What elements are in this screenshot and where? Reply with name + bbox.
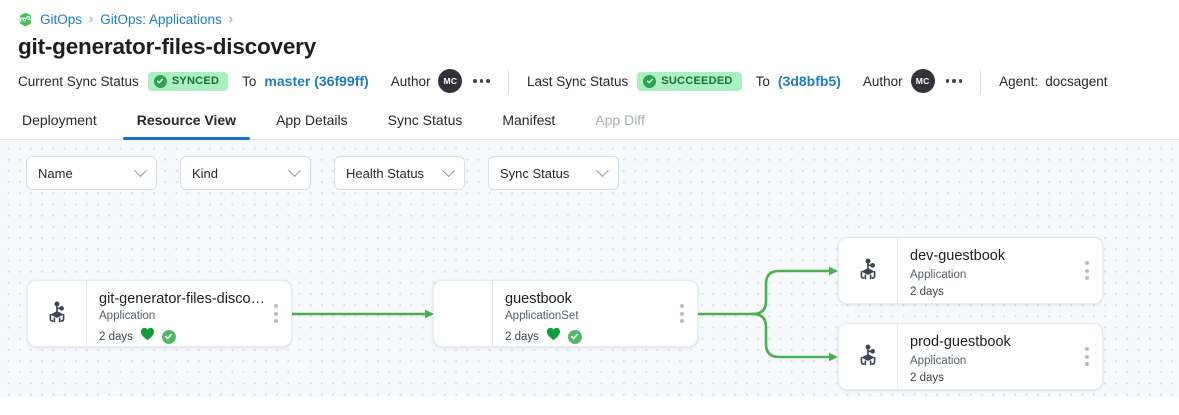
more-horizontal-icon[interactable] xyxy=(473,79,490,83)
current-revision-link[interactable]: master (36f99ff) xyxy=(264,73,369,89)
filter-sync-status-label: Sync Status xyxy=(500,165,570,181)
node-kind: Application xyxy=(99,310,156,322)
health-heart-icon xyxy=(546,327,561,346)
argo-octopus-icon xyxy=(839,238,897,303)
chevron-down-icon xyxy=(134,163,147,177)
agent-label: Agent: xyxy=(999,73,1039,89)
node-body: prod-guestbook Application 2 days xyxy=(897,324,1076,389)
chevron-down-icon xyxy=(596,163,609,177)
node-age: 2 days xyxy=(910,286,944,298)
breadcrumb: GitOps › GitOps: Applications › xyxy=(0,0,1179,28)
filter-name-label: Name xyxy=(38,165,73,181)
filter-kind[interactable]: Kind xyxy=(180,156,311,190)
node-age: 2 days xyxy=(99,330,133,343)
node-kind: ApplicationSet xyxy=(505,310,579,322)
current-to-word: To xyxy=(242,73,257,89)
breadcrumb-separator: › xyxy=(89,12,94,26)
node-age: 2 days xyxy=(505,330,539,343)
filter-name[interactable]: Name xyxy=(26,156,157,190)
graph-node-git-generator-files-discovery[interactable]: git-generator-files-disco… Application 2… xyxy=(27,280,292,347)
last-sync-status-label: Last Sync Status xyxy=(526,73,629,89)
filter-kind-label: Kind xyxy=(192,165,219,181)
node-body: guestbook ApplicationSet 2 days xyxy=(492,281,671,346)
more-vertical-icon[interactable] xyxy=(1076,324,1102,389)
check-icon xyxy=(153,74,167,88)
more-vertical-icon[interactable] xyxy=(265,281,291,346)
more-vertical-icon[interactable] xyxy=(671,281,697,346)
current-author-avatar[interactable]: MC xyxy=(438,69,463,93)
chevron-down-icon xyxy=(442,163,455,177)
last-sync-status-badge-text: SUCCEEDED xyxy=(661,75,733,87)
filter-health-status-label: Health Status xyxy=(346,165,425,181)
node-body: dev-guestbook Application 2 days xyxy=(897,238,1076,303)
last-sync-status-badge: SUCCEEDED xyxy=(637,71,742,91)
status-divider-2 xyxy=(980,69,982,93)
node-icon-empty xyxy=(434,281,492,346)
check-icon xyxy=(643,74,657,88)
node-kind: Application xyxy=(910,355,967,367)
more-vertical-icon[interactable] xyxy=(1076,238,1102,303)
node-title: guestbook xyxy=(505,291,572,306)
node-meta: 2 days xyxy=(910,372,1076,384)
agent-value: docsagent xyxy=(1045,73,1108,89)
graph-node-prod-guestbook[interactable]: prod-guestbook Application 2 days xyxy=(838,323,1103,390)
last-author-avatar[interactable]: MC xyxy=(910,69,935,93)
argo-octopus-icon xyxy=(839,324,897,389)
tab-resource-view[interactable]: Resource View xyxy=(117,112,256,140)
filter-health-status[interactable]: Health Status xyxy=(334,156,465,190)
resource-graph-canvas[interactable]: Name Kind Health Status Sync Status xyxy=(0,140,1179,397)
page-title: git-generator-files-discovery xyxy=(18,34,317,59)
breadcrumb-item-applications[interactable]: GitOps: Applications xyxy=(100,11,222,27)
tab-app-details[interactable]: App Details xyxy=(276,112,348,128)
graph-edges xyxy=(292,266,838,362)
argo-octopus-icon xyxy=(28,281,86,346)
node-body: git-generator-files-disco… Application 2… xyxy=(86,281,265,346)
health-heart-icon xyxy=(140,327,155,346)
tab-deployment[interactable]: Deployment xyxy=(22,112,97,128)
graph-node-guestbook-applicationset[interactable]: guestbook ApplicationSet 2 days xyxy=(433,280,698,347)
node-meta: 2 days xyxy=(505,327,671,346)
status-bar: Current Sync Status SYNCED To master (36… xyxy=(0,62,1179,100)
current-sync-status-label: Current Sync Status xyxy=(18,73,139,89)
node-meta: 2 days xyxy=(99,327,265,346)
sync-check-icon xyxy=(161,329,176,344)
last-author-label: Author xyxy=(862,73,903,89)
tab-bar: Deployment Resource View App Details Syn… xyxy=(0,100,1179,140)
breadcrumb-item-gitops[interactable]: GitOps xyxy=(40,11,83,27)
last-to-word: To xyxy=(755,73,770,89)
tab-manifest[interactable]: Manifest xyxy=(502,112,556,128)
node-age: 2 days xyxy=(910,372,944,384)
current-sync-status-badge-text: SYNCED xyxy=(171,75,220,87)
node-title: prod-guestbook xyxy=(910,334,1011,350)
node-kind: Application xyxy=(910,269,967,281)
more-horizontal-icon-2[interactable] xyxy=(945,79,963,83)
status-divider-1 xyxy=(507,69,509,93)
node-title: dev-guestbook xyxy=(910,248,1006,264)
node-title: git-generator-files-disco… xyxy=(99,291,265,306)
last-revision-link[interactable]: (3d8bfb5) xyxy=(777,73,841,89)
breadcrumb-separator-2: › xyxy=(228,12,233,26)
graph-node-dev-guestbook[interactable]: dev-guestbook Application 2 days xyxy=(838,237,1103,304)
current-author-label: Author xyxy=(390,73,431,89)
current-sync-status-badge: SYNCED xyxy=(147,71,229,91)
filter-bar: Name Kind Health Status Sync Status xyxy=(26,156,619,190)
filter-sync-status[interactable]: Sync Status xyxy=(488,156,619,190)
chevron-down-icon xyxy=(288,163,301,177)
tab-sync-status[interactable]: Sync Status xyxy=(387,112,463,128)
gitops-infinity-icon xyxy=(18,12,33,27)
tab-app-diff: App Diff xyxy=(595,112,645,128)
sync-check-icon xyxy=(567,329,582,344)
node-meta: 2 days xyxy=(910,286,1076,298)
